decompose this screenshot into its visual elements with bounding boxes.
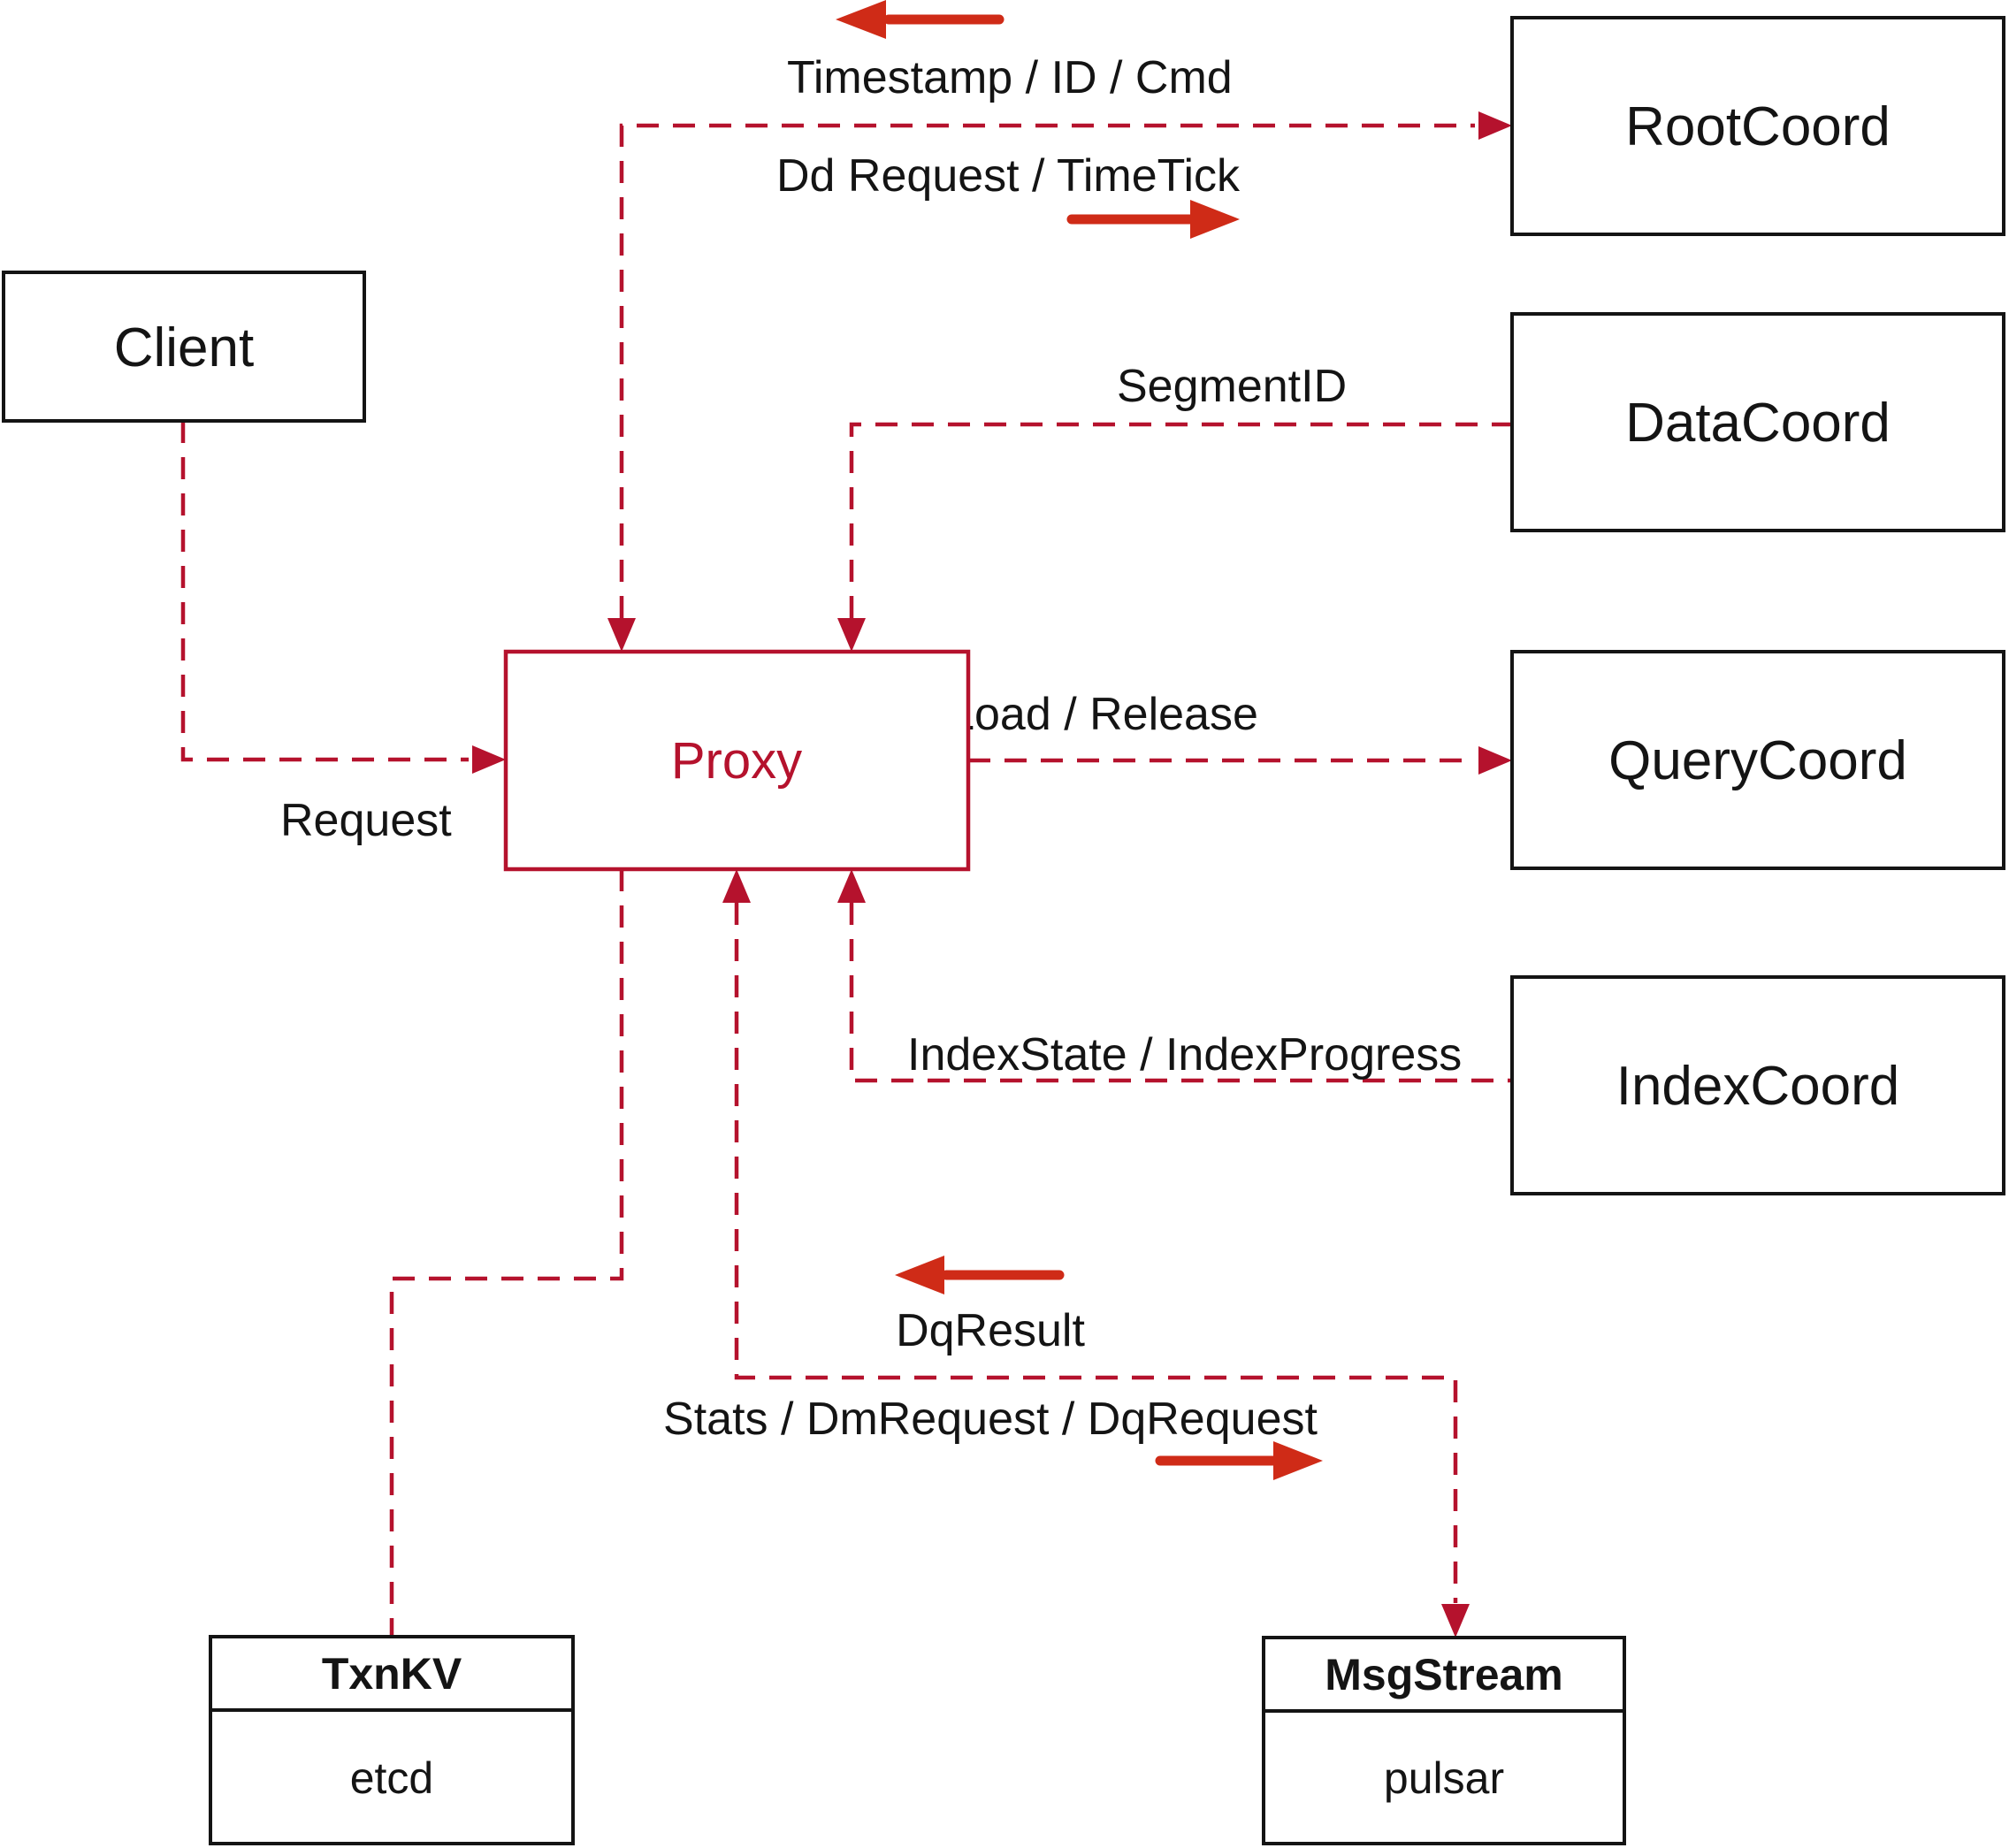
left-arrow-icon xyxy=(895,1256,944,1294)
edge-label-index-state: IndexState / IndexProgress xyxy=(907,1029,1462,1081)
edge-line-datacoord-proxy xyxy=(849,422,1512,618)
txnkv-title: TxnKV xyxy=(322,1649,462,1699)
edge-label-dd-request: Dd Request / TimeTick xyxy=(776,150,1241,202)
node-querycoord: QueryCoord xyxy=(1510,650,2005,870)
rootcoord-box xyxy=(1510,16,2005,236)
direction-arrow-left-dqresult xyxy=(895,1256,1065,1294)
edge-label-request: Request xyxy=(280,795,452,846)
edge-proxy-querycoord xyxy=(968,746,1512,775)
direction-arrow-right-ddrequest xyxy=(1066,200,1240,239)
direction-arrow-right-stats xyxy=(1155,1441,1323,1480)
edge-datacoord-proxy xyxy=(837,422,1512,652)
edge-label-timestamp: Timestamp / ID / Cmd xyxy=(787,52,1233,103)
arrowhead-into-proxy-bottom-left xyxy=(722,869,751,903)
querycoord-box xyxy=(1510,650,2005,870)
node-txnkv: TxnKV etcd xyxy=(209,1635,575,1845)
msgstream-value: pulsar xyxy=(1384,1753,1504,1803)
client-label: Client xyxy=(114,317,255,378)
arrowhead-into-proxy-bottom-right xyxy=(837,869,866,903)
indexcoord-box xyxy=(1510,975,2005,1195)
edge-proxy-msgstream xyxy=(722,869,1470,1638)
edge-label-segment-id: SegmentID xyxy=(1117,361,1347,412)
msgstream-box xyxy=(1262,1636,1626,1845)
datacoord-box xyxy=(1510,312,2005,532)
querycoord-label: QueryCoord xyxy=(1608,730,1907,791)
datacoord-label: DataCoord xyxy=(1625,393,1891,454)
txnkv-value: etcd xyxy=(350,1753,434,1803)
right-arrow-icon xyxy=(1273,1441,1323,1480)
edge-proxy-rootcoord xyxy=(607,111,1512,652)
arrowhead-into-proxy-top-right xyxy=(837,618,866,652)
node-msgstream: MsgStream pulsar xyxy=(1262,1636,1626,1845)
indexcoord-label: IndexCoord xyxy=(1616,1056,1900,1117)
arrowhead-into-querycoord xyxy=(1478,746,1512,775)
edge-line-proxy-msgstream xyxy=(734,903,1458,1603)
edge-proxy-txnkv xyxy=(389,869,624,1637)
left-arrow-icon xyxy=(836,0,886,39)
edge-client-proxy xyxy=(180,421,506,774)
rootcoord-label: RootCoord xyxy=(1625,96,1891,157)
right-arrow-icon xyxy=(1190,200,1240,239)
direction-arrow-left-timestamp xyxy=(836,0,1004,39)
node-proxy: Proxy xyxy=(503,649,971,872)
edge-line-indexcoord-proxy xyxy=(849,903,1512,1083)
edge-line-proxy-txnkv xyxy=(389,869,624,1637)
node-client: Client xyxy=(2,271,366,423)
client-box xyxy=(2,271,366,423)
edge-label-stats: Stats / DmRequest / DqRequest xyxy=(663,1394,1318,1445)
edge-label-load-release: Load / Release xyxy=(949,689,1258,740)
edge-indexcoord-proxy xyxy=(837,869,1512,1083)
edge-line-proxy-rootcoord xyxy=(619,123,1475,618)
node-indexcoord: IndexCoord xyxy=(1510,975,2005,1195)
proxy-label: Proxy xyxy=(671,732,802,790)
arrowhead-into-msgstream xyxy=(1441,1604,1470,1638)
edge-label-dq-result: DqResult xyxy=(896,1305,1085,1356)
msgstream-title: MsgStream xyxy=(1325,1650,1563,1699)
proxy-box xyxy=(503,649,971,872)
edge-line-client-proxy xyxy=(180,421,469,762)
txnkv-box xyxy=(209,1635,575,1845)
arrowhead-into-proxy-top-left xyxy=(607,618,636,652)
arrowhead-into-proxy-left xyxy=(472,745,506,774)
arrowhead-into-rootcoord xyxy=(1478,111,1512,140)
node-rootcoord: RootCoord xyxy=(1510,16,2005,236)
node-datacoord: DataCoord xyxy=(1510,312,2005,532)
